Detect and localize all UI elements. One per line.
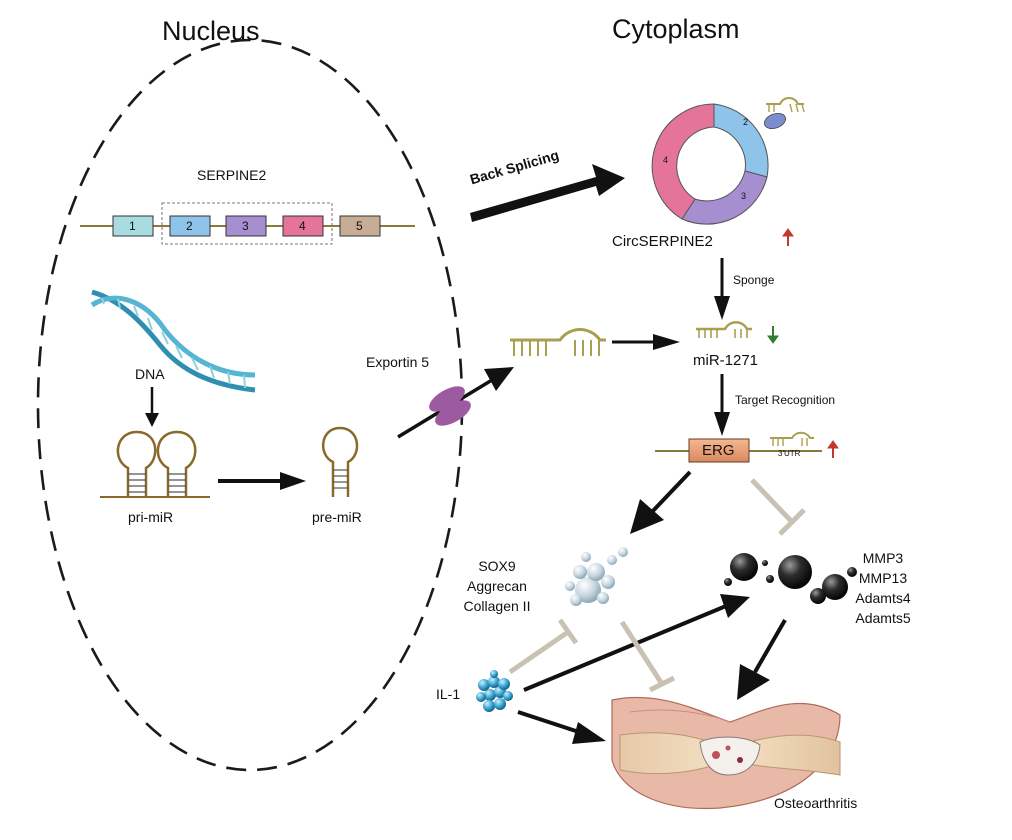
circ-serpine2-ring: 2 3 4: [651, 97, 805, 225]
exon-3: [225, 215, 267, 237]
mirna-duplex-icon: [510, 328, 606, 356]
exportin-label: Exportin 5: [366, 354, 430, 370]
gene-name: SERPINE2: [197, 167, 267, 183]
erg-label: ERG: [702, 442, 735, 459]
exon-label-2: 2: [186, 219, 193, 233]
marker-mmp13: MMP13: [858, 570, 908, 586]
anabolic-protein-cluster-icon: [565, 547, 628, 606]
exon-label-4: 4: [299, 219, 306, 233]
pre-mir-icon: [322, 426, 359, 497]
erg-gene: [655, 431, 822, 463]
pathway-arrows: [145, 164, 787, 744]
marker-collagen-ii: Collagen II: [463, 598, 531, 614]
exon-1: [112, 215, 154, 237]
serpine2-gene: [80, 202, 415, 245]
catabolic-markers: MMP3 MMP13 Adamts4 Adamts5: [842, 548, 924, 628]
circ-seg-3: 3: [741, 191, 746, 201]
il-1-label: IL-1: [436, 686, 461, 702]
nucleus-membrane: [36, 38, 464, 772]
il-1-cluster-icon: [476, 670, 513, 712]
osteoarthritis-joint-illustration: [611, 696, 841, 810]
pri-mir-label: pri-miR: [128, 509, 174, 525]
osteoarthritis-label: Osteoarthritis: [774, 795, 858, 811]
pri-mir-icon: [100, 430, 210, 498]
exon-label-1: 1: [129, 219, 136, 233]
exon-label-5: 5: [356, 219, 363, 233]
exon-5: [339, 215, 381, 237]
marker-sox9: SOX9: [478, 558, 516, 574]
utr-label: 3'UTR: [778, 449, 801, 458]
marker-adamts5: Adamts5: [855, 610, 911, 626]
cytoplasm-title: Cytoplasm: [612, 14, 740, 44]
catabolic-enzyme-cluster-icon: [724, 553, 857, 604]
target-recognition-label: Target Recognition: [735, 393, 836, 407]
circ-serpine2-label: CircSERPINE2: [612, 233, 713, 250]
inhibition-lines: [508, 478, 806, 693]
dna-helix-icon: [90, 289, 256, 393]
exon-4: [282, 215, 324, 237]
anabolic-markers: SOX9 Aggrecan Collagen II: [452, 556, 542, 616]
exportin-5-icon: [429, 386, 471, 426]
marker-adamts4: Adamts4: [855, 590, 911, 606]
sponge-label: Sponge: [733, 273, 775, 287]
up-regulation-arrow-icon: [782, 228, 839, 458]
pre-mir-label: pre-miR: [312, 509, 362, 525]
down-regulation-arrow-icon: [767, 326, 779, 344]
exon-2: [169, 215, 211, 237]
exon-label-3: 3: [242, 219, 249, 233]
marker-aggrecan: Aggrecan: [467, 578, 527, 594]
nucleus-title: Nucleus: [162, 16, 260, 46]
mir-1271-icon: [696, 321, 752, 338]
dna-label: DNA: [135, 366, 165, 382]
marker-mmp3: MMP3: [862, 550, 904, 566]
mir-1271-label: miR-1271: [693, 352, 759, 369]
circ-seg-2: 2: [743, 117, 748, 127]
circ-seg-4: 4: [663, 155, 668, 165]
